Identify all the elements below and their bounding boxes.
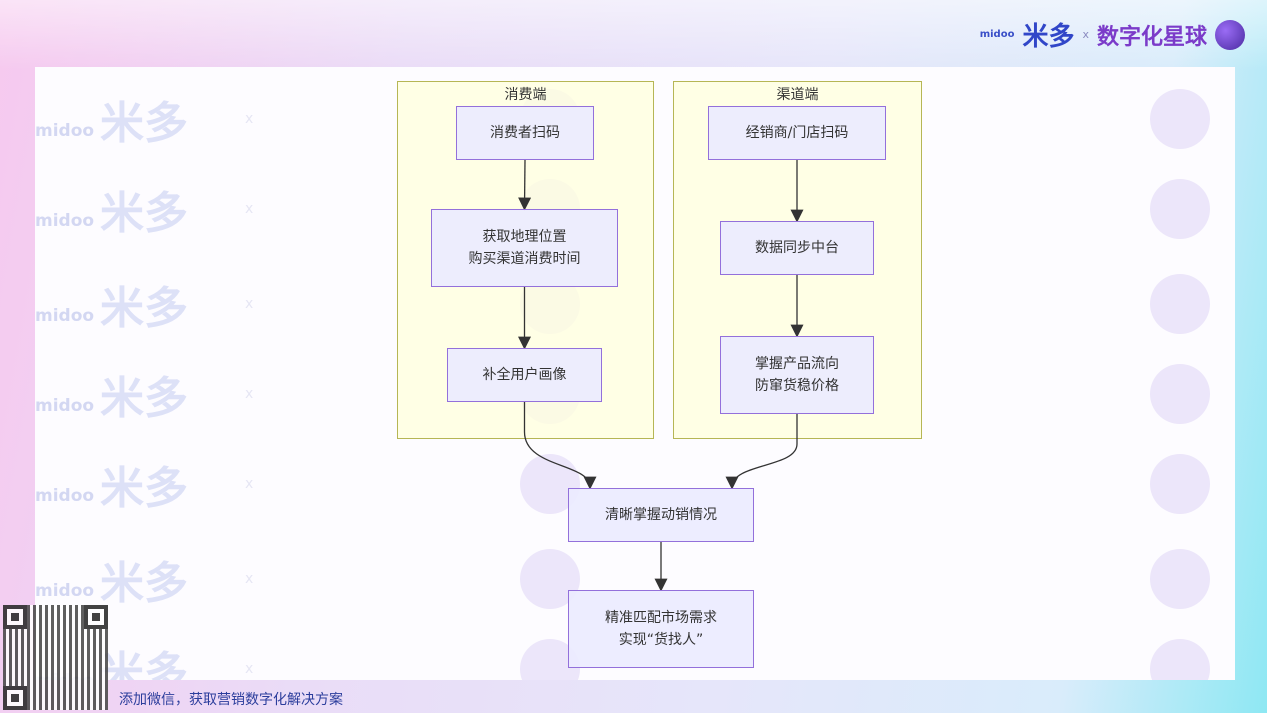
node-m1: 清晰掌握动销情况 [568, 488, 754, 542]
node-c2: 获取地理位置购买渠道消费时间 [431, 209, 618, 287]
node-label: 防窜货稳价格 [755, 378, 839, 394]
footer-cta: 添加微信，获取营销数字化解决方案 [119, 692, 343, 708]
node-label: 精准匹配市场需求 [605, 610, 717, 626]
node-label: 掌握产品流向 [755, 356, 839, 372]
brand-separator: x [1082, 28, 1089, 41]
node-label: 数据同步中台 [755, 240, 839, 256]
top-glow [0, 0, 1267, 70]
node-c1: 消费者扫码 [456, 106, 594, 160]
node-d1: 经销商/门店扫码 [708, 106, 886, 160]
node-label: 购买渠道消费时间 [468, 251, 581, 267]
edge-c1-c2 [518, 159, 532, 211]
node-label: 实现“货找人” [618, 632, 704, 648]
node-label: 经销商/门店扫码 [745, 125, 849, 141]
wechat-qr-code [3, 605, 108, 710]
subgraph-title: 消费端 [504, 87, 547, 103]
node-c3: 补全用户画像 [447, 348, 602, 402]
brand-name: 米多 [1022, 22, 1075, 52]
node-m2: 精准匹配市场需求实现“货找人” [568, 590, 754, 668]
brand-logo: midoo 米多 x 数字化星球 [980, 16, 1245, 53]
node-d2: 数据同步中台 [720, 221, 874, 275]
partner-name: 数字化星球 [1096, 24, 1207, 50]
node-label: 获取地理位置 [482, 229, 567, 245]
node-label: 消费者扫码 [490, 125, 560, 141]
node-d3: 掌握产品流向防窜货稳价格 [720, 336, 874, 414]
subgraph-title: 渠道端 [776, 87, 819, 103]
edge-d3-m1 [725, 414, 798, 490]
planet-icon [1215, 19, 1245, 50]
node-label: 补全用户画像 [482, 367, 567, 383]
node-label: 清晰掌握动销情况 [605, 507, 717, 523]
midoo-logo: midoo [979, 29, 1015, 40]
edge-c3-m1 [523, 402, 597, 490]
edges [518, 159, 804, 592]
